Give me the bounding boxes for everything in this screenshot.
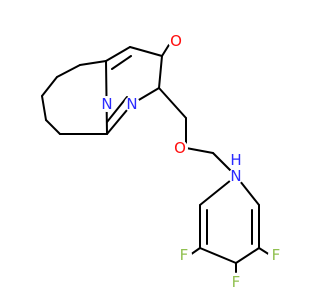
oxygen-atom-label: O	[174, 139, 186, 157]
nitrogen-atom-label: N	[126, 95, 137, 113]
oxygen-atom-label: O	[170, 32, 182, 50]
nitrogen-atom-label: N	[230, 167, 241, 185]
molecule-structure: O N N O N H F F F	[41, 32, 284, 291]
atom-labels: O N N O N H F F F	[99, 32, 284, 291]
cycloheptane-ring	[41, 60, 108, 135]
pyridazinone-ring	[105, 39, 173, 135]
acetamide-linker	[158, 87, 237, 177]
nitrogen-atom-label: N	[101, 95, 112, 113]
fluorine-atom-label: F	[272, 246, 281, 264]
fluorine-atom-label: F	[180, 246, 189, 264]
fluorine-atom-label: F	[232, 273, 241, 291]
hydrogen-atom-label: H	[230, 151, 241, 169]
trifluorophenyl-ring	[189, 175, 271, 273]
